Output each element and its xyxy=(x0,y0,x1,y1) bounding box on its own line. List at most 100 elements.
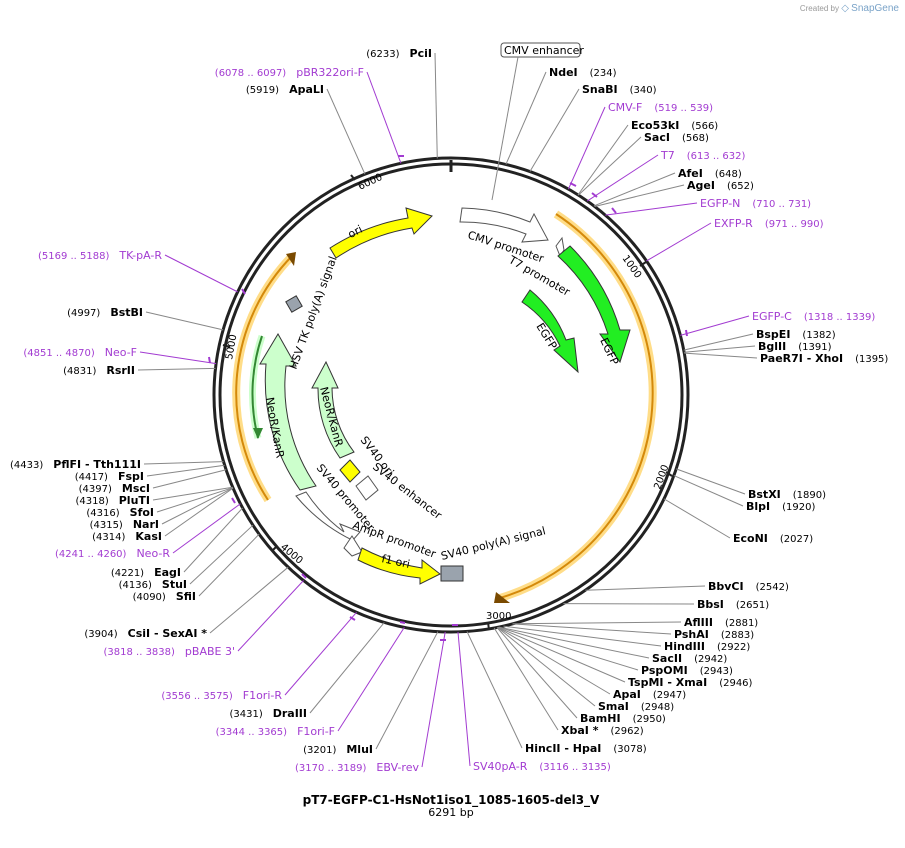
leader-line xyxy=(585,585,706,591)
site-position: (2027) xyxy=(780,534,813,545)
site-position: (4316) xyxy=(86,508,119,519)
site-name: AflIII xyxy=(684,616,713,629)
site-position: (3904) xyxy=(84,629,117,640)
leader-line xyxy=(421,631,446,768)
leader-line xyxy=(680,315,750,336)
site-position: (3556 .. 3575) xyxy=(161,691,233,702)
site-position: (652) xyxy=(727,181,754,192)
site-name: StuI xyxy=(162,578,187,591)
site-position: (4831) xyxy=(63,366,96,377)
site-name: PshAI xyxy=(674,628,709,641)
site-name: EcoNI xyxy=(733,532,768,545)
site-position: (1318 .. 1339) xyxy=(804,312,876,323)
label-f1-ori: f1 ori xyxy=(380,552,411,571)
leader-line xyxy=(663,498,731,539)
site-position: (4241 .. 4260) xyxy=(55,549,127,560)
site-blpi: BlpI(1920) xyxy=(746,500,815,513)
leader-line xyxy=(605,202,698,216)
site-position: (5169 .. 5188) xyxy=(38,251,110,262)
leader-line xyxy=(143,461,224,465)
site-name: HindIII xyxy=(664,640,705,653)
site-position: (4090) xyxy=(133,592,166,603)
site-position: (2947) xyxy=(653,690,686,701)
leader-line xyxy=(512,623,672,635)
site-position: (4851 .. 4870) xyxy=(23,348,95,359)
site-name: pBR322ori-F xyxy=(296,66,364,79)
feature-sv40-ori xyxy=(339,459,361,483)
leader-line xyxy=(497,627,596,707)
leader-line xyxy=(139,351,217,365)
site-rsrii: RsrII(4831) xyxy=(63,364,135,377)
credit-prefix: Created by xyxy=(799,4,839,13)
site-position: (566) xyxy=(691,121,718,132)
leader-line xyxy=(189,524,254,585)
site-name: EGFP-C xyxy=(752,310,792,323)
site-apali: ApaLI(5919) xyxy=(246,83,324,96)
site-tspmi-xmai: TspMI - XmaI(2946) xyxy=(628,676,753,689)
site-ndei: NdeI(234) xyxy=(549,66,617,79)
site-position: (4315) xyxy=(90,520,123,531)
site-name: BbvCI xyxy=(708,580,744,593)
feature-sv40-promoter xyxy=(295,491,361,549)
site-hindiii: HindIII(2922) xyxy=(664,640,750,653)
site-name: BglII xyxy=(758,340,786,353)
site-tk-pa-r: TK-pA-R(5169 .. 5188) xyxy=(38,249,162,262)
site-name: BbsI xyxy=(697,598,724,611)
site-name: EXFP-R xyxy=(714,217,753,230)
leader-line xyxy=(673,475,744,507)
site-position: (1920) xyxy=(782,502,815,513)
site-position: (4314) xyxy=(92,532,125,543)
site-sacii: SacII(2942) xyxy=(652,652,727,665)
site-position: (4397) xyxy=(79,484,112,495)
site-ebv-rev: EBV-rev(3170 .. 3189) xyxy=(295,761,419,774)
site-name: EGFP-N xyxy=(700,197,740,210)
site-name: MluI xyxy=(346,743,373,756)
site-nari: NarI (4315) xyxy=(90,518,159,531)
site-egfp-n: EGFP-N (710 .. 731) xyxy=(700,197,811,210)
feature-t7-promoter xyxy=(555,236,565,258)
leader-line xyxy=(156,487,234,513)
site-position: (1382) xyxy=(802,330,835,341)
features xyxy=(259,207,631,585)
site-paer7i-xhoi: PaeR7I - XhoI(1395) xyxy=(760,352,888,365)
site-name: BspEI xyxy=(756,328,790,341)
orf-halo-egfp-inner xyxy=(499,213,654,599)
leader-line xyxy=(152,469,227,489)
site-position: (2542) xyxy=(756,582,789,593)
orf-halos xyxy=(232,210,657,602)
feature-sv40-enhancer xyxy=(355,475,379,501)
site-name: PflFI - Tth111I xyxy=(53,458,141,471)
plasmid-length: 6291 bp xyxy=(428,806,473,819)
leader-line xyxy=(309,622,385,714)
site-position: (3078) xyxy=(613,744,646,755)
site-name: CsiI - SexAI * xyxy=(128,627,208,640)
site-position: (2651) xyxy=(736,600,769,611)
site-name: EagI xyxy=(154,566,181,579)
leader-line xyxy=(498,626,639,671)
site-position: (4433) xyxy=(10,460,43,471)
site-position: (2883) xyxy=(721,630,754,641)
site-position: (2881) xyxy=(725,618,758,629)
leader-line xyxy=(512,621,682,625)
site-name: NarI xyxy=(133,518,159,531)
leader-line xyxy=(237,580,304,652)
site-sfii: SfiI(4090) xyxy=(133,590,196,603)
site-position: (568) xyxy=(682,133,709,144)
site-name: HincII - HpaI xyxy=(525,742,601,755)
tick-marks xyxy=(222,174,673,631)
leader-line xyxy=(594,184,685,207)
site-position: (4221) xyxy=(111,568,144,579)
site-saci: SacI(568) xyxy=(644,131,709,144)
site-hincii-hpai: HincII - HpaI (3078) xyxy=(525,742,647,755)
feature-ori xyxy=(329,207,433,259)
site-t7: T7(613 .. 632) xyxy=(660,149,746,162)
site-name: XbaI * xyxy=(561,724,599,737)
feature-cmv-promoter xyxy=(459,207,549,243)
tick-5000: 5000 xyxy=(224,334,239,361)
site-position: (4318) xyxy=(75,496,108,507)
label-hsv-tk-polya: HSV TK poly(A) signal xyxy=(287,255,340,371)
site-sfoi: SfoI(4316) xyxy=(86,506,154,519)
site-position: (1395) xyxy=(855,354,888,365)
site-exfp-r: EXFP-R(971 .. 990) xyxy=(714,217,824,230)
site-position: (710 .. 731) xyxy=(752,199,811,210)
